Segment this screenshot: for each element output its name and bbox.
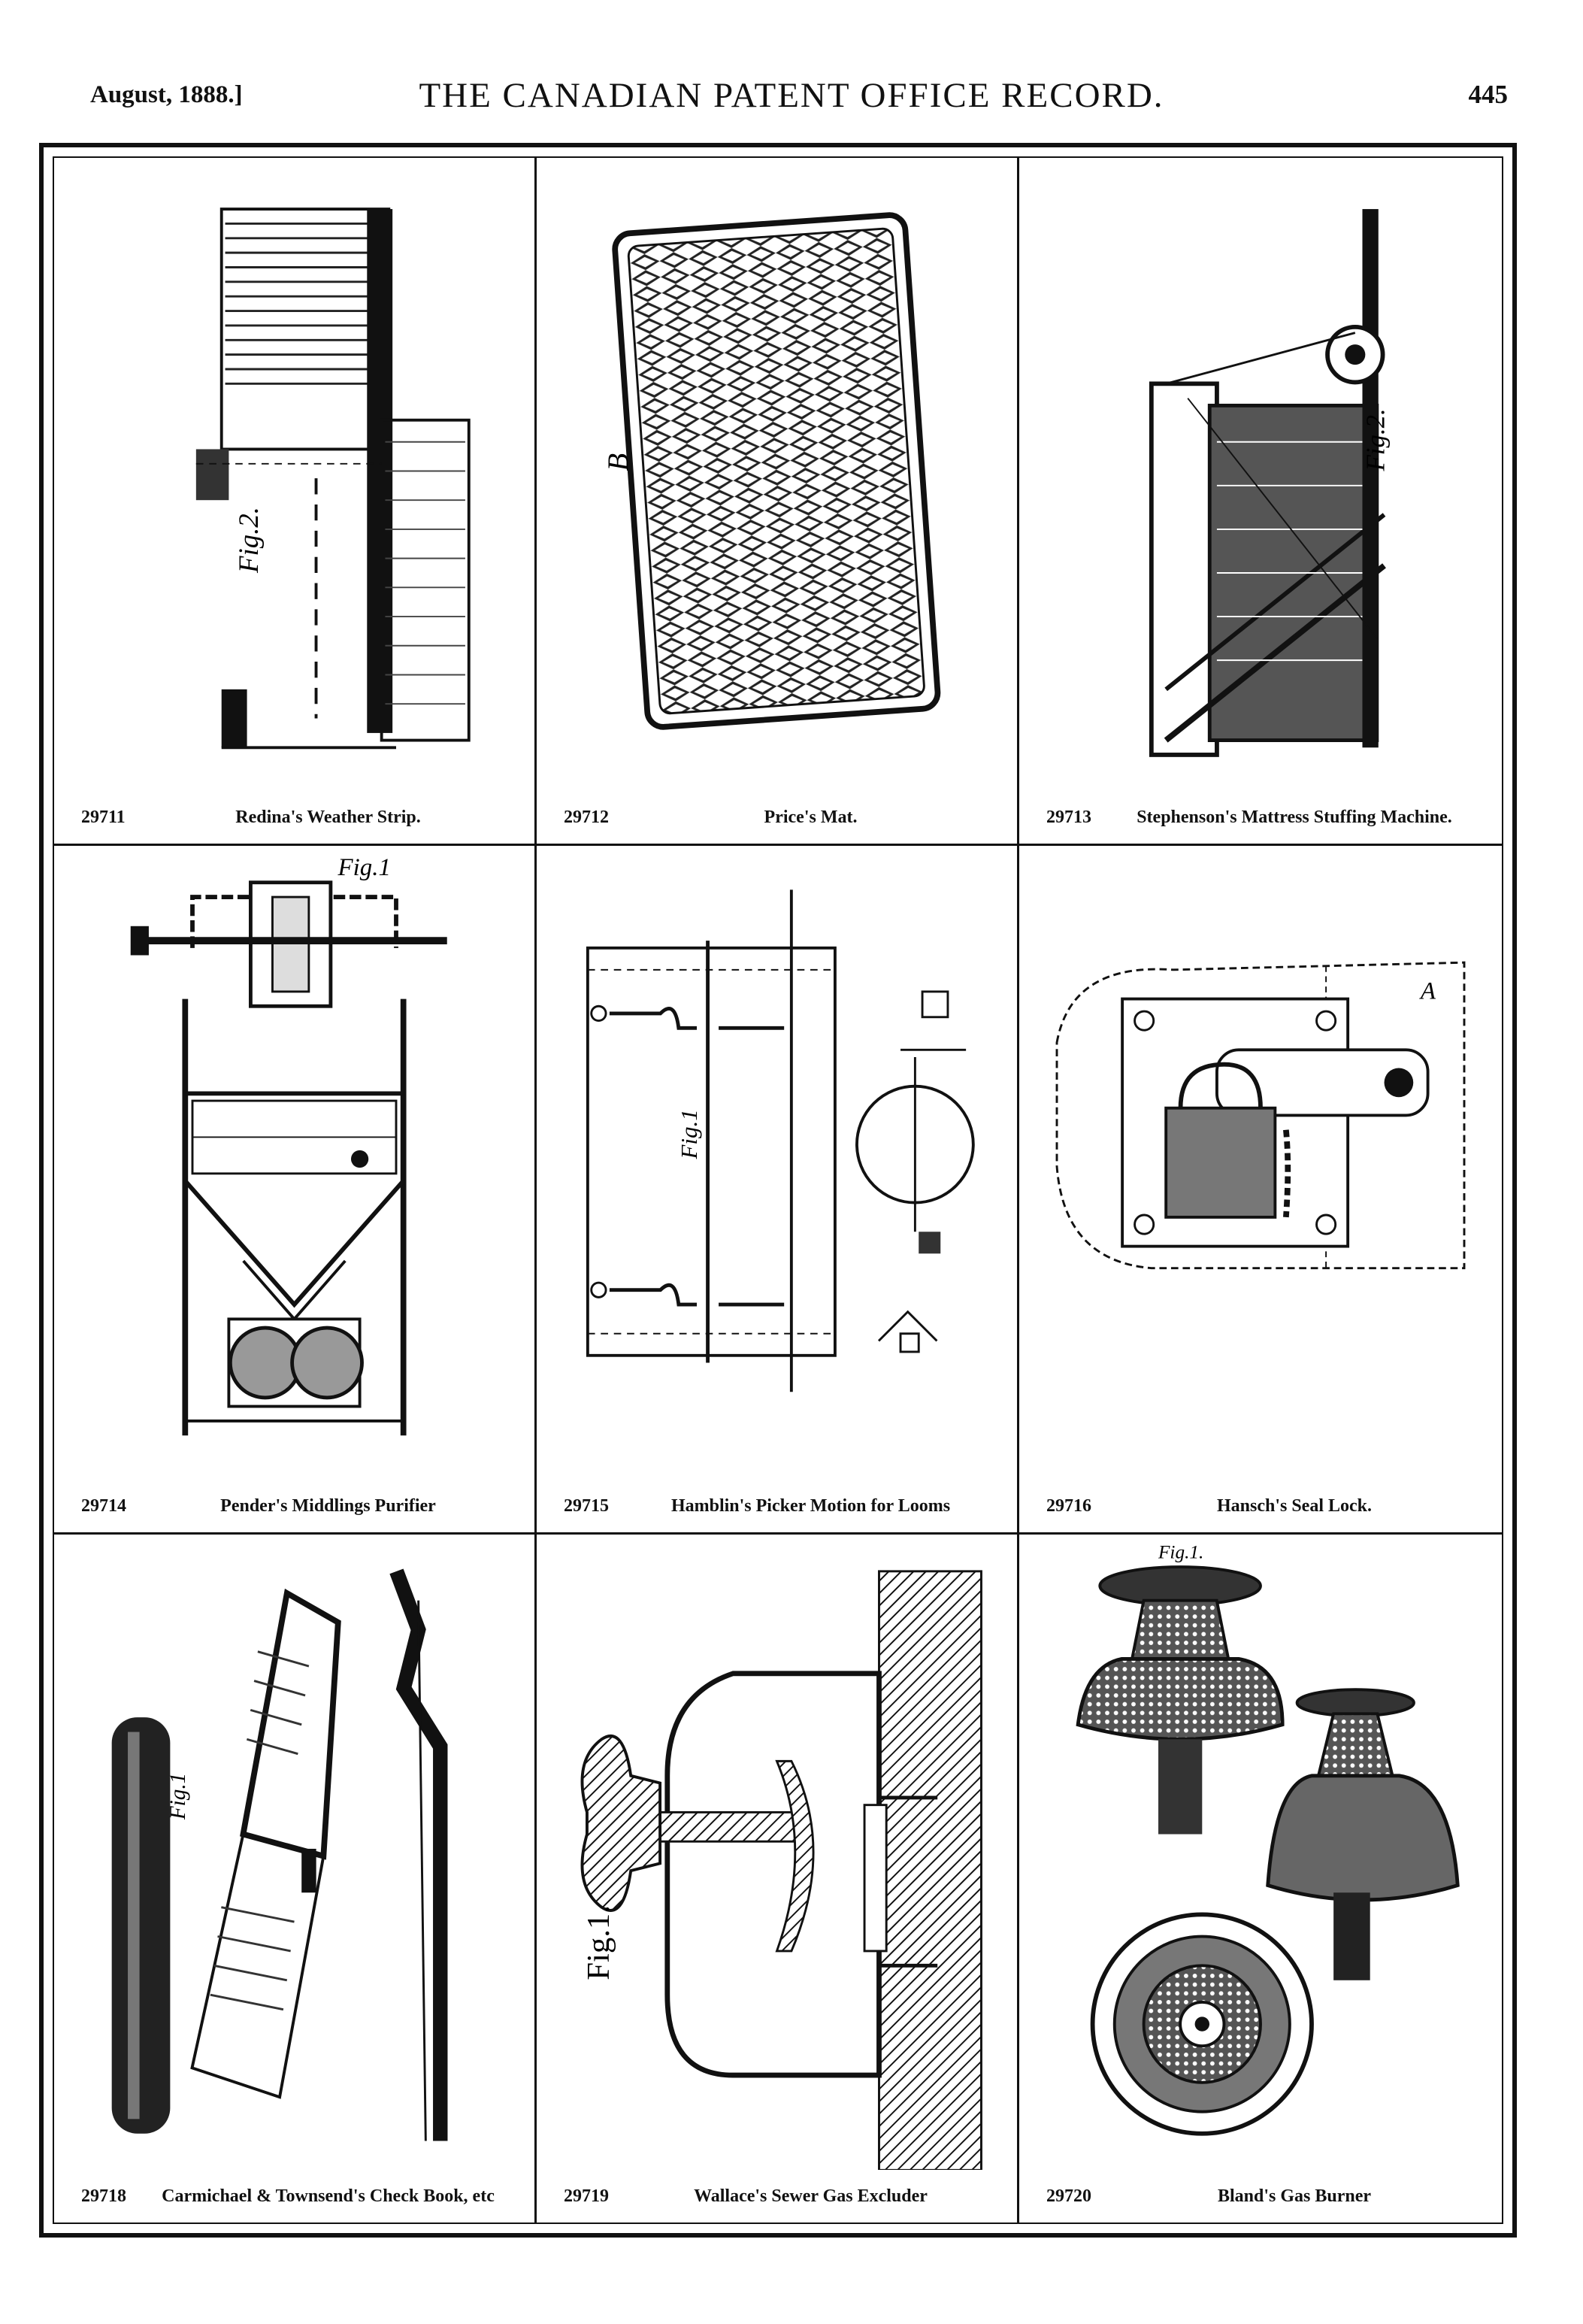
figure-label-sewer-gas-excluder: Fig.1. [581, 1905, 616, 1980]
caption-mat: 29712 Price's Mat. [537, 803, 1017, 833]
figure-label-weather-strip: Fig.2. [233, 507, 264, 574]
figure-sewer-gas-excluder: Fig.1. [544, 1542, 1009, 2170]
header-page-number: 445 [1468, 80, 1509, 109]
patent-title: Stephenson's Mattress Stuffing Machine. [1137, 807, 1452, 828]
patent-number: 29719 [564, 2186, 609, 2206]
figure-picker-motion: Fig.1 [544, 853, 1009, 1479]
patent-number: 29716 [1046, 1495, 1091, 1516]
page-header: August, 1888.] THE CANADIAN PATENT OFFIC… [0, 0, 1583, 135]
patent-cell-middlings-purifier: Fig.1 29714 Pender's Middlings Purifier [54, 846, 537, 1535]
patent-cell-mattress-machine: Fig.2. 29713 Stephenson's Mattress Stuff… [1019, 158, 1502, 847]
plate-frame: Fig.2. 29711 Redina's Weather Strip. B [39, 143, 1517, 2238]
caption-middlings-purifier: 29714 Pender's Middlings Purifier [54, 1492, 534, 1522]
patent-title: Wallace's Sewer Gas Excluder [694, 2186, 928, 2206]
patent-cell-check-book: Fig.1 29718 Carmichael & Townsend's Chec… [54, 1534, 537, 2222]
figure-label-mattress-machine: Fig.2. [1361, 408, 1391, 471]
patent-cell-gas-burner: Fig.1. 29720 Bland's Gas Burner [1019, 1535, 1502, 2222]
caption-seal-lock: 29716 Hansch's Seal Lock. [1019, 1492, 1502, 1522]
caption-gas-burner: 29720 Bland's Gas Burner [1019, 2182, 1502, 2212]
patent-number: 29714 [81, 1495, 126, 1516]
patent-number: 29713 [1046, 807, 1091, 828]
patent-title: Hamblin's Picker Motion for Looms [670, 1495, 951, 1516]
caption-picker-motion: 29715 Hamblin's Picker Motion for Looms [537, 1492, 1017, 1522]
caption-check-book: 29718 Carmichael & Townsend's Check Book… [54, 2182, 534, 2212]
patent-title: Carmichael & Townsend's Check Book, etc [162, 2186, 495, 2206]
caption-weather-strip: 29711 Redina's Weather Strip. [54, 803, 534, 833]
header-date: August, 1888.] [90, 81, 243, 108]
figure-seal-lock: A [1027, 853, 1494, 1479]
patent-number: 29712 [564, 807, 609, 828]
patent-title: Redina's Weather Strip. [235, 807, 421, 828]
patent-title: Price's Mat. [764, 807, 858, 828]
figure-mattress-machine: Fig.2. [1027, 165, 1494, 791]
patent-number: 29718 [81, 2186, 126, 2206]
plate-inner-border: Fig.2. 29711 Redina's Weather Strip. B [53, 156, 1503, 2224]
figure-label-check-book: Fig.1 [166, 1772, 190, 1820]
figure-label-mat: B [603, 453, 634, 471]
figure-mat: B [544, 165, 1009, 791]
patent-number: 29711 [81, 807, 126, 828]
patent-number: 29715 [564, 1495, 609, 1516]
patent-cell-weather-strip: Fig.2. 29711 Redina's Weather Strip. [54, 158, 537, 847]
figure-label-middlings-purifier: Fig.1 [337, 854, 391, 881]
caption-sewer-gas-excluder: 29719 Wallace's Sewer Gas Excluder [537, 2182, 1017, 2212]
patent-cell-mat: B 29712 Price's Mat. [537, 158, 1019, 847]
figure-weather-strip: Fig.2. [62, 165, 527, 791]
patent-number: 29720 [1046, 2186, 1091, 2206]
patent-cell-sewer-gas-excluder: Fig.1. 29719 Wallace's Sewer Gas Exclude… [537, 1534, 1019, 2222]
figure-check-book: Fig.1 [62, 1542, 527, 2170]
patent-title: Hansch's Seal Lock. [1216, 1495, 1373, 1516]
figure-gas-burner: Fig.1. [1027, 1542, 1494, 2170]
caption-mattress-machine: 29713 Stephenson's Mattress Stuffing Mac… [1019, 803, 1502, 833]
figure-label-gas-burner: Fig.1. [1158, 1542, 1203, 1562]
patent-cell-picker-motion: Fig.1 29715 Hamblin's Picker Motion for … [537, 846, 1019, 1535]
figure-label-seal-lock: A [1419, 978, 1436, 1005]
header-title: THE CANADIAN PATENT OFFICE RECORD. [419, 76, 1164, 115]
patent-cell-seal-lock: A 29716 Hansch's Seal Lock. [1019, 846, 1502, 1535]
figure-middlings-purifier: Fig.1 [62, 853, 527, 1479]
patent-figure-grid: Fig.2. 29711 Redina's Weather Strip. B [54, 158, 1502, 2222]
patent-title: Pender's Middlings Purifier [220, 1495, 436, 1516]
patent-title: Bland's Gas Burner [1217, 2186, 1372, 2206]
figure-label-picker-motion: Fig.1 [676, 1110, 702, 1160]
